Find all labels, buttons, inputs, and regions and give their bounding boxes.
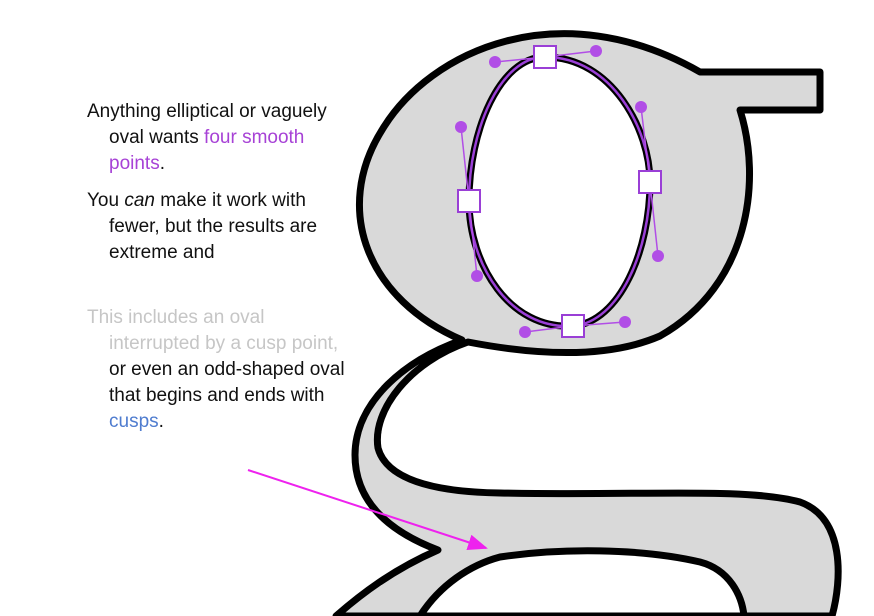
- caption-1-end: .: [159, 153, 165, 174]
- caption-2: You can make it work with fewer, but the…: [87, 188, 357, 266]
- square-anchor-icon: [533, 45, 557, 69]
- caption-2-emphasis: can: [124, 190, 155, 211]
- round-handle-icon: [619, 316, 631, 328]
- square-anchor-icon: [638, 170, 662, 194]
- round-handle-icon: [519, 326, 531, 338]
- caption-1-text: Anything elliptical or vaguely oval want…: [87, 101, 327, 148]
- control-handles: [455, 45, 664, 338]
- round-handle-icon: [489, 56, 501, 68]
- four-smooth-points-highlight: four smooth points: [109, 127, 305, 174]
- caption-2-start: You: [87, 190, 125, 211]
- round-handle-icon: [652, 250, 664, 262]
- round-handle-icon: [455, 121, 467, 133]
- caption-1: Anything elliptical or vaguely oval want…: [87, 99, 357, 177]
- caption-3-faded: This includes an oval interrupted by a c…: [87, 307, 339, 354]
- square-anchor-icon: [457, 189, 481, 213]
- cusps-highlight: cusps: [109, 411, 159, 432]
- lower-counter: [415, 547, 748, 616]
- round-handle-icon: [635, 101, 647, 113]
- round-handle-icon: [590, 45, 602, 57]
- anchor-points: [457, 45, 662, 338]
- caption-3: This includes an oval interrupted by a c…: [87, 305, 357, 435]
- pointer-arrow: [247, 469, 488, 550]
- caption-2-rest: make it work with fewer, but the results…: [109, 190, 318, 263]
- square-anchor-icon: [561, 314, 585, 338]
- caption-3-end: .: [158, 411, 164, 432]
- caption-3-text: or even an odd-shaped oval that begins a…: [109, 359, 345, 406]
- round-handle-icon: [471, 270, 483, 282]
